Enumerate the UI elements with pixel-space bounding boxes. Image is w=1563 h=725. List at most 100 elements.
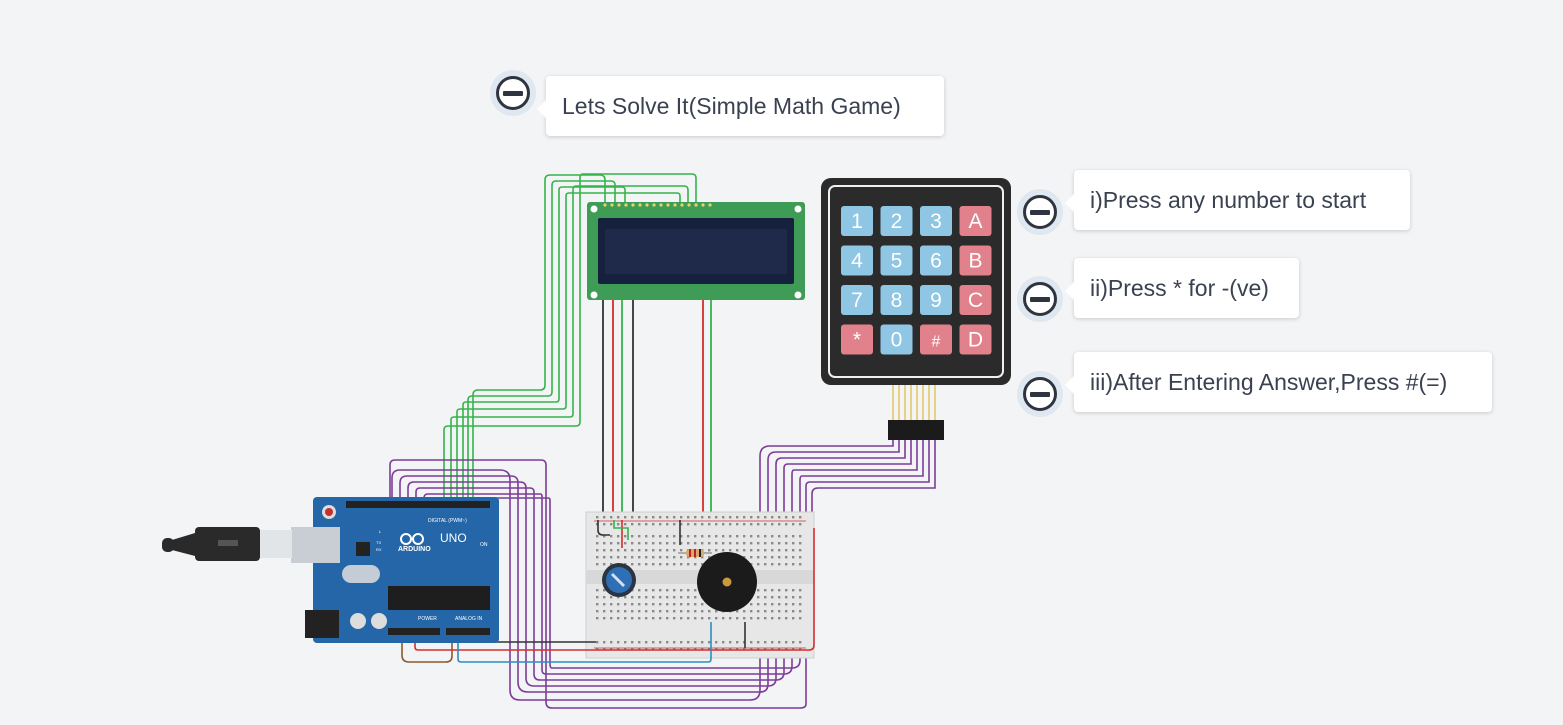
breadboard-hole[interactable] [652,596,655,599]
breadboard-hole[interactable] [771,641,774,644]
breadboard-hole[interactable] [652,603,655,606]
breadboard-hole[interactable] [631,596,634,599]
breadboard-hole[interactable] [603,617,606,620]
breadboard-hole[interactable] [792,641,795,644]
breadboard-hole[interactable] [617,617,620,620]
breadboard-hole[interactable] [624,542,627,545]
key-star[interactable]: * [841,324,873,355]
breadboard-hole[interactable] [729,542,732,545]
key-0[interactable]: 0 [880,324,913,355]
breadboard-hole[interactable] [771,596,774,599]
breadboard-hole[interactable] [617,516,620,519]
breadboard-hole[interactable] [736,641,739,644]
breadboard-hole[interactable] [743,556,746,559]
breadboard-hole[interactable] [757,589,760,592]
breadboard-hole[interactable] [715,610,718,613]
breadboard-hole[interactable] [680,610,683,613]
breadboard-hole[interactable] [659,523,662,526]
breadboard-hole[interactable] [799,589,802,592]
breadboard-hole[interactable] [715,516,718,519]
breadboard-hole[interactable] [785,516,788,519]
breadboard-hole[interactable] [757,535,760,538]
breadboard-hole[interactable] [764,516,767,519]
breadboard-hole[interactable] [708,617,711,620]
breadboard-hole[interactable] [764,617,767,620]
breadboard-hole[interactable] [673,603,676,606]
breadboard-hole[interactable] [603,542,606,545]
breadboard-hole[interactable] [645,617,648,620]
breadboard-hole[interactable] [638,556,641,559]
breadboard-hole[interactable] [638,563,641,566]
breadboard-hole[interactable] [666,641,669,644]
key-C[interactable]: C [959,285,992,315]
breadboard-hole[interactable] [764,641,767,644]
breadboard-hole[interactable] [694,603,697,606]
breadboard-hole[interactable] [764,610,767,613]
breadboard-hole[interactable] [652,610,655,613]
breadboard-hole[interactable] [666,523,669,526]
breadboard-hole[interactable] [743,617,746,620]
breadboard-hole[interactable] [792,610,795,613]
breadboard-hole[interactable] [687,589,690,592]
breadboard-hole[interactable] [708,516,711,519]
key-2[interactable]: 2 [880,206,913,236]
breadboard-hole[interactable] [778,549,781,552]
breadboard-hole[interactable] [603,596,606,599]
breadboard-hole[interactable] [603,641,606,644]
breadboard-hole[interactable] [764,523,767,526]
breadboard-hole[interactable] [701,535,704,538]
breadboard-hole[interactable] [743,549,746,552]
breadboard-hole[interactable] [603,516,606,519]
breadboard-hole[interactable] [596,563,599,566]
breadboard-hole[interactable] [764,556,767,559]
breadboard-hole[interactable] [659,549,662,552]
breadboard-hole[interactable] [645,603,648,606]
breadboard-hole[interactable] [610,516,613,519]
breadboard-hole[interactable] [701,641,704,644]
breadboard-hole[interactable] [799,563,802,566]
breadboard-hole[interactable] [596,617,599,620]
breadboard-hole[interactable] [596,549,599,552]
breadboard-hole[interactable] [750,516,753,519]
breadboard-hole[interactable] [708,610,711,613]
breadboard-hole[interactable] [617,603,620,606]
breadboard-hole[interactable] [785,563,788,566]
breadboard-hole[interactable] [792,596,795,599]
breadboard-hole[interactable] [799,549,802,552]
breadboard-hole[interactable] [701,556,704,559]
breadboard-hole[interactable] [596,610,599,613]
breadboard-hole[interactable] [764,535,767,538]
breadboard-hole[interactable] [638,610,641,613]
breadboard-hole[interactable] [694,589,697,592]
breadboard-hole[interactable] [799,535,802,538]
breadboard-hole[interactable] [666,563,669,566]
breadboard-hole[interactable] [750,535,753,538]
breadboard-hole[interactable] [645,523,648,526]
breadboard-hole[interactable] [694,563,697,566]
breadboard-hole[interactable] [764,542,767,545]
breadboard-hole[interactable] [659,542,662,545]
breadboard-hole[interactable] [673,610,676,613]
breadboard-hole[interactable] [645,542,648,545]
breadboard-hole[interactable] [694,596,697,599]
breadboard-hole[interactable] [785,641,788,644]
breadboard-hole[interactable] [750,523,753,526]
breadboard-hole[interactable] [722,523,725,526]
breadboard-hole[interactable] [687,516,690,519]
breadboard-hole[interactable] [687,523,690,526]
breadboard-hole[interactable] [701,542,704,545]
breadboard-hole[interactable] [729,549,732,552]
breadboard-hole[interactable] [666,596,669,599]
breadboard-hole[interactable] [603,523,606,526]
breadboard-hole[interactable] [792,535,795,538]
breadboard-hole[interactable] [799,516,802,519]
key-3[interactable]: 3 [920,206,952,236]
breadboard-hole[interactable] [757,610,760,613]
breadboard-hole[interactable] [722,549,725,552]
breadboard-hole[interactable] [603,535,606,538]
breadboard-hole[interactable] [778,556,781,559]
breadboard-hole[interactable] [792,556,795,559]
breadboard-hole[interactable] [757,523,760,526]
breadboard-hole[interactable] [645,556,648,559]
breadboard-hole[interactable] [771,603,774,606]
